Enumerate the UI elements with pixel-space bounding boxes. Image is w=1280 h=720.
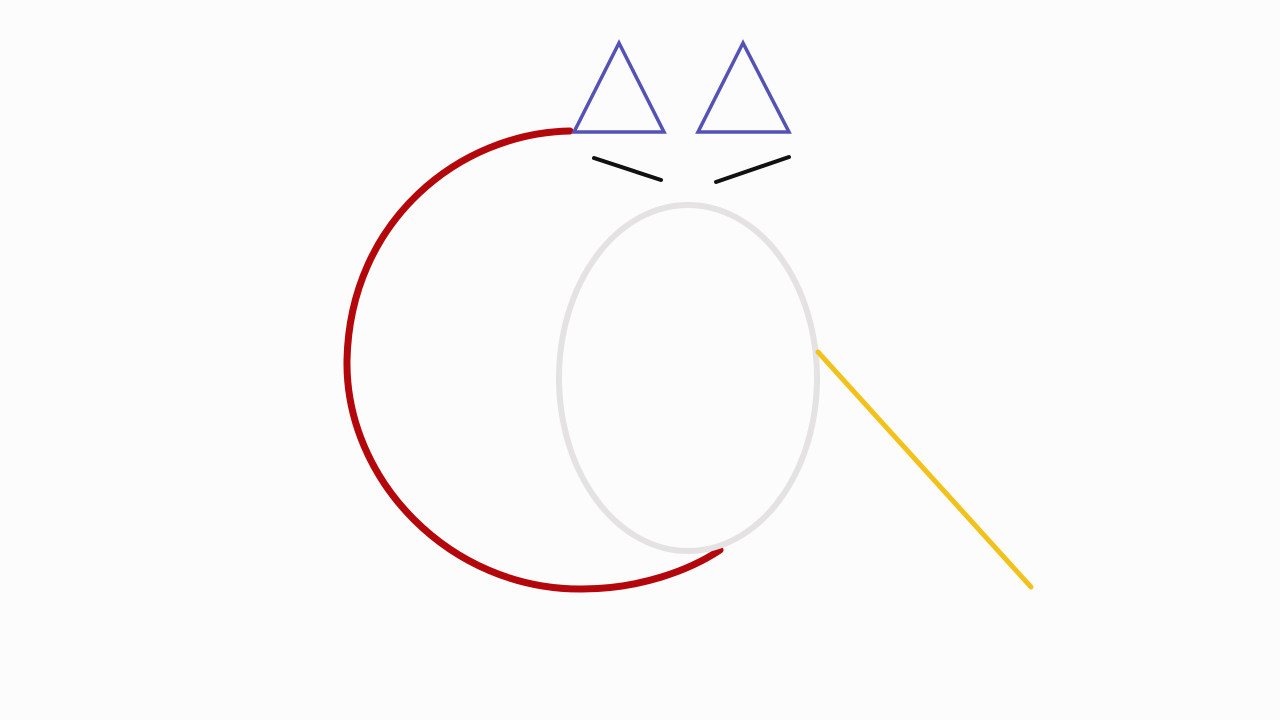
yellow-diagonal-line (815, 349, 1034, 590)
red-head-arc (343, 127, 724, 593)
gray-face-ellipse (556, 202, 820, 554)
blue-triangle-left (571, 39, 667, 134)
black-brow-right (714, 155, 791, 184)
blue-triangle-right (695, 39, 792, 134)
black-brow-left (592, 156, 663, 182)
